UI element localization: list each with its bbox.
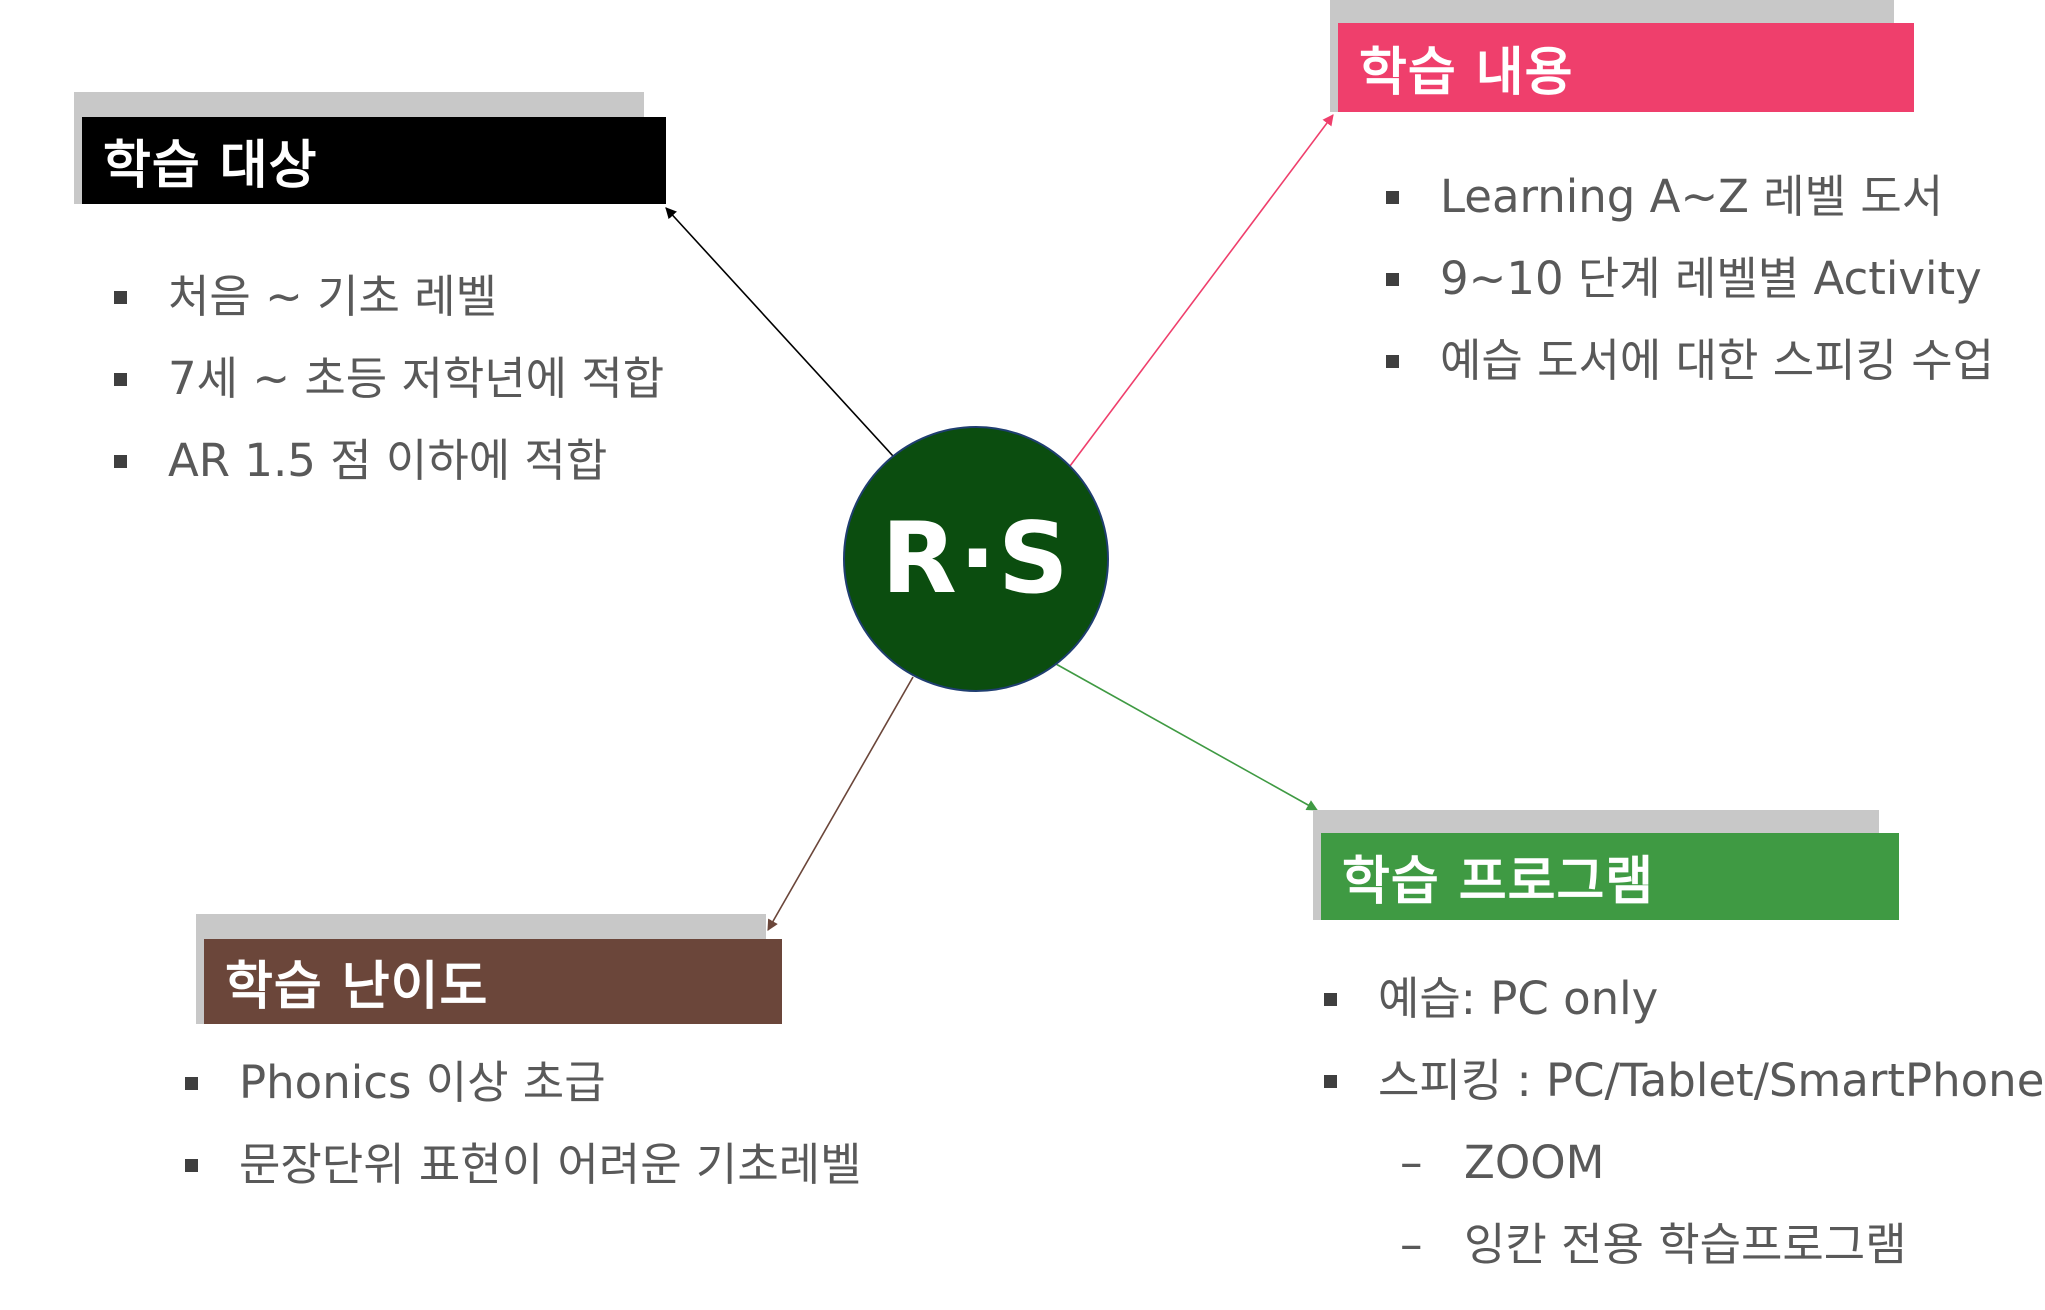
square-bullet-icon [1386, 273, 1399, 286]
list-item: 문장단위 표현이 어려운 기초레벨 [185, 1124, 862, 1206]
square-bullet-icon [114, 455, 127, 468]
panel-program-header: 학습 프로그램 [1313, 810, 1899, 922]
list-item: Phonics 이상 초급 [185, 1042, 862, 1124]
dash-bullet-icon: – [1400, 1218, 1423, 1271]
connector-content [1069, 114, 1334, 467]
header-bar: 학습 프로그램 [1321, 833, 1899, 920]
panel-program-title: 학습 프로그램 [1342, 852, 1655, 912]
square-bullet-icon [185, 1077, 198, 1090]
panel-difficulty-header: 학습 난이도 [196, 914, 782, 1026]
central-hub: R·S [843, 426, 1109, 692]
list-item: 스피킹 : PC/Tablet/SmartPhone [1324, 1040, 2044, 1122]
list-item: 처음 ~ 기초 레벨 [114, 256, 664, 338]
square-bullet-icon [1386, 355, 1399, 368]
connector-program [1055, 663, 1318, 811]
panel-content-header: 학습 내용 [1330, 0, 1914, 115]
panel-target-list: 처음 ~ 기초 레벨 7세 ~ 초등 저학년에 적합 AR 1.5 점 이하에 … [114, 256, 664, 502]
list-item: 7세 ~ 초등 저학년에 적합 [114, 338, 664, 420]
header-bar: 학습 내용 [1338, 23, 1914, 112]
square-bullet-icon [1324, 993, 1337, 1006]
sub-list-item: –ZOOM [1324, 1122, 2044, 1204]
square-bullet-icon [1386, 191, 1399, 204]
square-bullet-icon [114, 291, 127, 304]
hub-label: R·S [881, 502, 1071, 616]
panel-difficulty-list: Phonics 이상 초급 문장단위 표현이 어려운 기초레벨 [185, 1042, 862, 1206]
square-bullet-icon [114, 373, 127, 386]
connector-difficulty [767, 676, 914, 931]
panel-program-list: 예습: PC only 스피킹 : PC/Tablet/SmartPhone –… [1324, 958, 2044, 1286]
sub-list-item: –잉칸 전용 학습프로그램 [1324, 1204, 2044, 1286]
list-item: AR 1.5 점 이하에 적합 [114, 420, 664, 502]
list-item: Learning A~Z 레벨 도서 [1386, 156, 1994, 238]
list-item: 예습 도서에 대한 스피킹 수업 [1386, 320, 1994, 402]
header-bar: 학습 난이도 [204, 939, 782, 1024]
list-item: 9~10 단계 레벨별 Activity [1386, 238, 1994, 320]
header-bar: 학습 대상 [82, 117, 666, 204]
panel-content-title: 학습 내용 [1359, 43, 1574, 103]
panel-target-header: 학습 대상 [74, 92, 666, 207]
list-item: 예습: PC only [1324, 958, 2044, 1040]
square-bullet-icon [185, 1159, 198, 1172]
panel-content-list: Learning A~Z 레벨 도서 9~10 단계 레벨별 Activity … [1386, 156, 1994, 402]
connector-target [665, 207, 894, 457]
square-bullet-icon [1324, 1075, 1337, 1088]
panel-target-title: 학습 대상 [103, 136, 318, 196]
panel-difficulty-title: 학습 난이도 [225, 957, 489, 1017]
dash-bullet-icon: – [1400, 1136, 1423, 1189]
